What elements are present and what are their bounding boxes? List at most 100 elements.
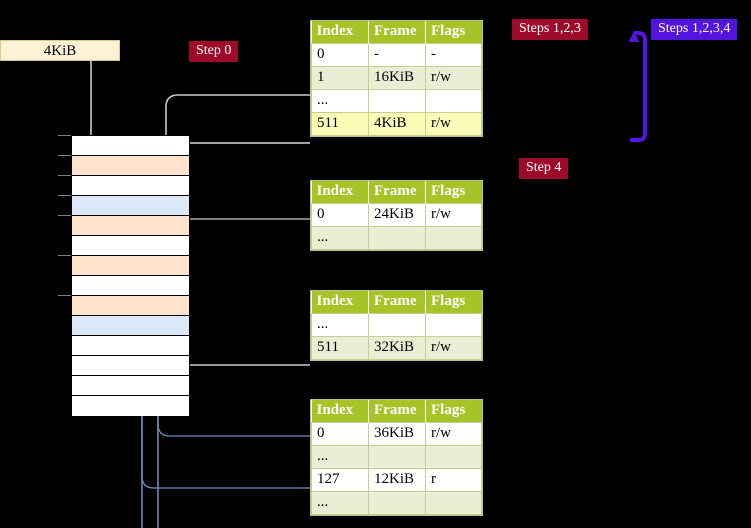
table-cell-frame (368, 491, 426, 515)
table-cell-index: ... (311, 445, 369, 469)
table-cell-flags: r/w (425, 112, 482, 136)
table-cell-index: 1 (311, 66, 369, 90)
table-row[interactable]: ... (311, 491, 482, 515)
table-cell-index: 511 (311, 336, 369, 360)
table-cell-frame (368, 89, 426, 113)
memory-frame-row (72, 276, 189, 296)
table-cell-index: 127 (311, 468, 369, 492)
column-header-frame: Frame (368, 400, 426, 423)
column-header-index: Index (311, 181, 369, 204)
column-header-frame: Frame (368, 21, 426, 44)
table-cell-flags: r/w (425, 422, 482, 446)
column-header-frame: Frame (368, 181, 426, 204)
table-cell-frame: 12KiB (368, 468, 426, 492)
table-cell-flags (425, 491, 482, 515)
table-cell-index: 0 (311, 43, 369, 67)
table-cell-frame: 4KiB (368, 112, 426, 136)
table-cell-flags (425, 226, 482, 250)
memory-frame-row (72, 336, 189, 356)
table-cell-flags: r (425, 468, 482, 492)
connector-steps-loop-arrow (628, 31, 647, 142)
table-cell-flags (425, 89, 482, 113)
table-cell-frame (368, 226, 426, 250)
column-header-index: Index (311, 21, 369, 44)
column-header-index: Index (311, 400, 369, 423)
memory-frame-row (72, 196, 189, 216)
memory-tick (58, 155, 71, 156)
column-header-flags: Flags (425, 181, 482, 204)
memory-frame-row (72, 176, 189, 196)
table-cell-frame (368, 445, 426, 469)
column-header-flags: Flags (425, 291, 482, 314)
table-cell-frame (368, 313, 426, 337)
table-cell-flags: r/w (425, 336, 482, 360)
memory-frame-row (72, 236, 189, 256)
memory-tick (58, 195, 71, 196)
memory-frame-row (72, 136, 189, 156)
memory-frame-row (72, 296, 189, 316)
memory-frame-row (72, 156, 189, 176)
table-cell-frame: 24KiB (368, 203, 426, 227)
badge-steps-1-2-3: Steps 1,2,3 (512, 19, 588, 40)
table-row[interactable]: 0-- (311, 43, 482, 67)
memory-frame-row (72, 256, 189, 276)
memory-frame-row (72, 356, 189, 376)
table-cell-frame: 32KiB (368, 336, 426, 360)
table-row[interactable]: ... (311, 313, 482, 337)
table-row[interactable]: ... (311, 445, 482, 469)
connector-frame-to-table4-row127 (141, 415, 310, 489)
badge-step-0: Step 0 (189, 41, 239, 62)
table-cell-frame: 36KiB (368, 422, 426, 446)
memory-tick (58, 255, 71, 256)
memory-frame-row (72, 396, 189, 416)
table-cell-index: 511 (311, 112, 369, 136)
table-cell-index: ... (311, 89, 369, 113)
memory-frame-row (72, 216, 189, 236)
connector-frame-to-table4-row0 (157, 415, 310, 437)
table-cell-flags: r/w (425, 66, 482, 90)
badge-step-4: Step 4 (519, 158, 569, 179)
memory-tick (58, 175, 71, 176)
connector-table3-to-frame (162, 317, 310, 366)
table-row[interactable]: ... (311, 226, 482, 250)
table-cell-index: ... (311, 313, 369, 337)
column-header-frame: Frame (368, 291, 426, 314)
size-label-text: 4KiB (43, 43, 77, 59)
memory-frame-row (72, 316, 189, 336)
size-label-box: 4KiB (0, 40, 120, 61)
badge-steps-1-2-3-4: Steps 1,2,3,4 (651, 19, 738, 40)
table-cell-flags (425, 445, 482, 469)
physical-memory-column (71, 135, 190, 416)
memory-tick (58, 215, 71, 216)
table-cell-index: 0 (311, 422, 369, 446)
memory-tick (58, 135, 71, 136)
memory-frame-row (72, 376, 189, 396)
table-cell-flags (425, 313, 482, 337)
column-header-index: Index (311, 291, 369, 314)
column-header-flags: Flags (425, 400, 482, 423)
table-cell-frame: - (368, 43, 426, 67)
table-cell-frame: 16KiB (368, 66, 426, 90)
table-cell-flags: r/w (425, 203, 482, 227)
table-cell-flags: - (425, 43, 482, 67)
table-row[interactable]: ... (311, 89, 482, 113)
memory-tick (58, 295, 71, 296)
table-cell-index: 0 (311, 203, 369, 227)
table-cell-index: ... (311, 491, 369, 515)
column-header-flags: Flags (425, 21, 482, 44)
